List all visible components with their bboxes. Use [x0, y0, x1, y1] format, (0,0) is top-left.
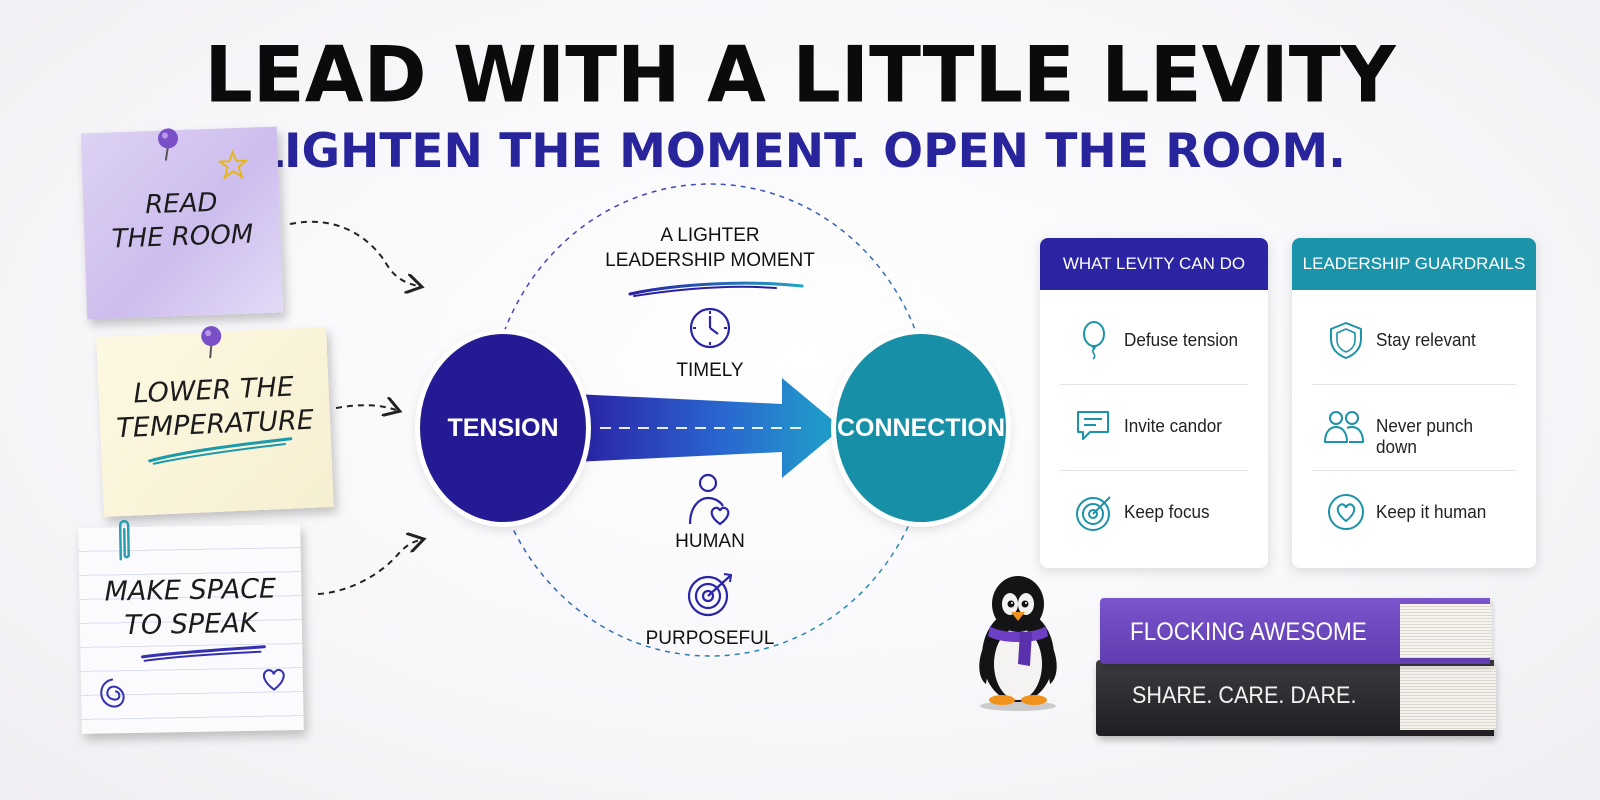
pushpin-icon [201, 326, 222, 359]
balloon-icon [1083, 321, 1105, 360]
arrow-note-1 [289, 220, 418, 286]
connection-label: CONNECTION [836, 414, 1006, 442]
target-icon [1076, 496, 1111, 531]
speech-bubble-icon [1077, 411, 1109, 440]
moment-line-2: LEADERSHIP MOMENT [605, 249, 815, 271]
tension-label: TENSION [447, 414, 559, 442]
note-line: MAKE SPACE [104, 573, 277, 608]
sticky-note-lower-the-temperature: LOWER THE TEMPERATURE [96, 326, 334, 517]
book-flocking-awesome: FLOCKING AWESOME [1100, 598, 1492, 664]
penguin-figurine-icon [979, 576, 1057, 711]
scribble-underline-icon [148, 437, 293, 465]
subtitle: LIGHTEN THE MOMENT. OPEN THE ROOM. [254, 124, 1346, 179]
connection-circle: CONNECTION [836, 334, 1006, 522]
card-item-keep-focus: Keep focus [1060, 470, 1248, 556]
card-item-label: Defuse tension [1124, 330, 1239, 350]
heart-icon [262, 668, 285, 691]
book-share-care-dare: SHARE. CARE. DARE. [1096, 660, 1496, 736]
star-icon [217, 149, 249, 181]
arrow-note-3 [317, 540, 420, 595]
people-icon [1324, 411, 1364, 443]
note-arrows [289, 220, 440, 595]
card-item-label: Stay relevant [1376, 330, 1476, 350]
card-what-levity-can-do: WHAT LEVITY CAN DO Defuse tension Invite… [1040, 238, 1268, 568]
main-title: LEAD WITH A LITTLE LEVITY [204, 29, 1396, 120]
quality-purposeful: PURPOSEFUL [645, 628, 775, 649]
card-header: WHAT LEVITY CAN DO [1040, 238, 1268, 290]
shield-icon [1330, 322, 1362, 359]
card-item-label: Keep it human [1376, 502, 1487, 522]
note-line: THE ROOM [111, 219, 254, 254]
note-line: TO SPEAK [124, 607, 258, 641]
book-title-top: FLOCKING AWESOME [1130, 618, 1367, 646]
clock-icon [689, 307, 731, 349]
person-heart-icon [688, 473, 730, 526]
pushpin-icon [158, 128, 179, 161]
card-item-invite-candor: Invite candor [1060, 384, 1248, 471]
heart-circle-icon [1328, 494, 1364, 530]
moment-label: A LIGHTER LEADERSHIP MOMENT [600, 224, 820, 273]
card-item-label: Never punch down [1376, 416, 1473, 457]
target-icon [687, 573, 733, 617]
quality-human: HUMAN [675, 531, 745, 552]
scribble-doodle-icon [100, 678, 125, 708]
card-item-keep-it-human: Keep it human [1312, 470, 1516, 556]
card-item-label: Keep focus [1124, 502, 1210, 522]
card-header: LEADERSHIP GUARDRAILS [1292, 238, 1536, 290]
paperclip-icon [118, 519, 130, 561]
sticky-note-make-space-to-speak: MAKE SPACE TO SPEAK [78, 519, 304, 734]
book-title-bottom: SHARE. CARE. DARE. [1132, 682, 1357, 709]
card-item-never-punch-down: Never punch down [1312, 384, 1516, 471]
arrow-note-2 [335, 405, 396, 410]
tension-to-connection-arrow [574, 378, 842, 478]
card-leadership-guardrails: LEADERSHIP GUARDRAILS Stay relevant Neve… [1292, 238, 1536, 568]
tension-circle: TENSION [420, 334, 586, 522]
card-item-stay-relevant: Stay relevant [1312, 298, 1516, 385]
sticky-note-read-the-room: READ THE ROOM [80, 126, 284, 320]
quality-timely: TIMELY [676, 360, 744, 381]
card-item-defuse-tension: Defuse tension [1060, 298, 1248, 385]
scribble-underline-icon [140, 645, 266, 662]
moment-underline-icon [628, 281, 804, 297]
moment-line-1: A LIGHTER [660, 225, 760, 246]
card-item-label: Invite candor [1124, 416, 1222, 436]
